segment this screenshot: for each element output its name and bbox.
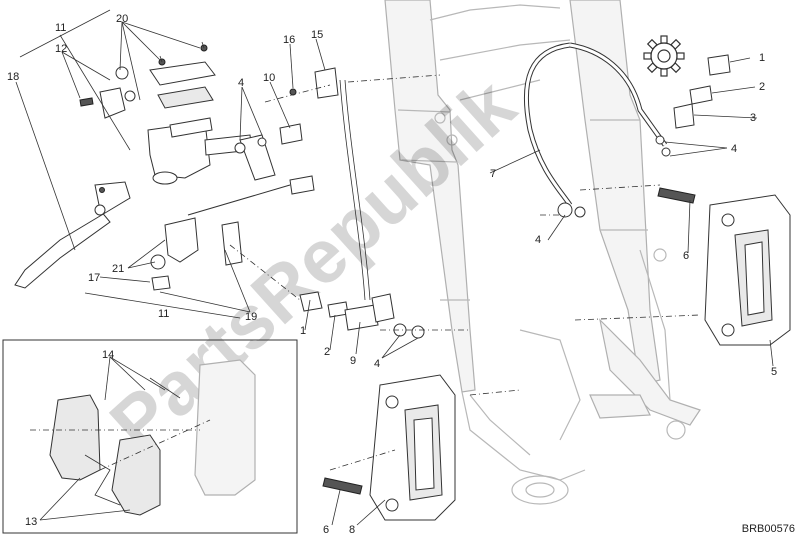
leader-lines <box>15 9 774 526</box>
callout-6b: 6 <box>323 524 329 536</box>
master-cylinder-assembly <box>14 41 339 291</box>
callout-14: 14 <box>102 349 114 361</box>
callout-11a: 11 <box>55 22 66 34</box>
callout-21: 21 <box>112 263 124 275</box>
callout-3: 3 <box>750 112 756 124</box>
gear-icon <box>643 35 685 77</box>
callout-8: 8 <box>349 524 355 536</box>
callout-4a: 4 <box>731 143 737 155</box>
callout-1: 1 <box>759 52 765 64</box>
callout-4c: 4 <box>535 234 541 246</box>
callout-19: 19 <box>245 311 257 323</box>
callout-9: 9 <box>350 355 356 367</box>
brake-hose-right <box>523 42 731 218</box>
callout-7: 7 <box>490 168 496 180</box>
callout-20: 20 <box>116 13 128 25</box>
callout-11b: 11 <box>158 308 169 320</box>
callout-2-pos: 2 <box>324 346 330 358</box>
drawing-code: BRB00576 <box>742 523 795 535</box>
callout-10: 10 <box>263 72 275 84</box>
callout-4d: 4 <box>374 358 380 370</box>
callout-6a: 6 <box>683 250 689 262</box>
callout-5: 5 <box>771 366 777 378</box>
fork-and-frame-ghost <box>384 0 701 505</box>
callout-4b: 4 <box>238 77 244 89</box>
brake-pads-inset <box>2 339 298 534</box>
callout-12: 12 <box>55 43 67 55</box>
alignment-lines <box>30 74 701 471</box>
callout-17: 17 <box>88 272 100 284</box>
callout-15: 15 <box>311 29 323 41</box>
caliper-lower <box>322 374 456 521</box>
callout-2: 2 <box>759 81 765 93</box>
callout-16: 16 <box>283 34 295 46</box>
callout-18: 18 <box>7 71 19 83</box>
callout-3-pos: 1 <box>300 325 306 337</box>
callout-13: 13 <box>25 516 37 528</box>
callout-labels: 1 2 3 4 4 4 4 5 6 6 7 8 9 10 11 11 12 13… <box>7 13 777 536</box>
caliper-right <box>657 187 791 346</box>
